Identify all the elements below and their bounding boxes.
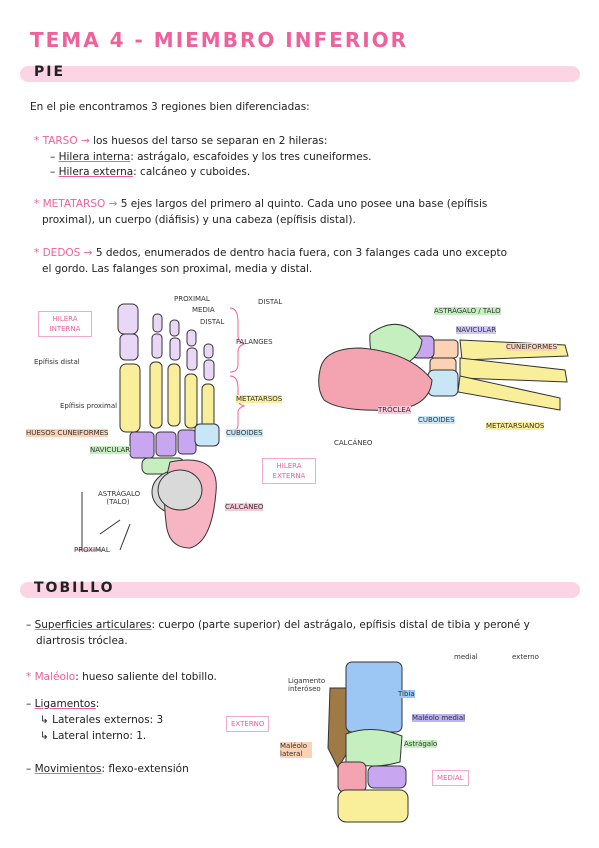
ligamento-1: ↳ Laterales externos: 3 [40,714,164,726]
superficies-text-2: diartrosis tróclea. [36,635,128,647]
note-medial: medial [454,653,478,661]
bullet-icon: * [34,247,43,259]
label-ligamento-interoseo: Ligamento interóseo [288,677,326,693]
label-distal: DISTAL [258,298,283,306]
metatarso-text-2: proximal), un cuerpo (diáfisis) y una ca… [42,214,356,226]
foot-dorsal-illustration [76,303,246,551]
dedos-text-2: el gordo. Las falanges son proximal, med… [42,263,313,275]
dedos-line: * DEDOS → 5 dedos, enumerados de dentro … [34,246,507,261]
label-troclea: TRÓCLEA [378,406,411,414]
section-band-pie [20,66,580,82]
label-epifisis-proximal: Epífisis proximal [60,402,118,410]
page-title: TEMA 4 - MIEMBRO INFERIOR [30,28,409,52]
hilera-interna-line: – Hilera interna: astrágalo, escafoides … [50,151,372,163]
label-proximal-bottom: PROXIMAL [74,546,110,554]
bullet-icon: * [34,135,43,147]
superficies-line: – Superficies articulares: cuerpo (parte… [26,619,530,631]
ligamentos-label: Ligamentos [34,698,96,710]
metatarso-line: * METATARSO → 5 ejes largos del primero … [34,197,487,212]
label-navicular-2: NAVICULAR [456,326,497,334]
label-astragalo-tobillo: Astrágalo [404,740,438,748]
bullet-icon: * [26,671,35,683]
label-hilera-externa: HILERA EXTERNA [262,458,316,484]
label-cuboides: CUBOIDES [226,429,263,437]
foot-lateral-illustration [318,323,569,411]
label-hilera-interna: HILERA INTERNA [38,311,92,337]
arrow-icon: → [83,247,96,259]
ankle-illustration [327,661,409,823]
label-huesos-cuneiformes: HUESOS CUNEIFORMES [26,429,109,437]
label-proximal-top: PROXIMAL [174,295,210,303]
label-falanges: FALANGES [236,338,273,346]
movimientos-line: – Movimientos: flexo-extensión [26,763,189,775]
maleolo-line: * Maléolo: hueso saliente del tobillo. [26,670,217,685]
label-tibia: Tibia [398,690,415,698]
hilera-interna-label: Hilera interna [58,151,131,163]
hilera-externa-line: – Hilera externa: calcáneo y cuboides. [50,166,251,178]
tarso-label: TARSO [42,135,78,147]
tarso-text: los huesos del tarso se separan en 2 hil… [93,135,328,147]
label-navicular: NAVICULAR [90,446,131,454]
label-calcaneo: CALCÁNEO [225,503,264,511]
label-cuboides-2: CUBOIDES [418,416,455,424]
label-externo: EXTERNO [226,716,270,732]
label-medial: MEDIAL [432,770,469,786]
pie-intro: En el pie encontramos 3 regiones bien di… [30,101,310,113]
label-metatarsianos: METATARSIANOS [486,422,545,430]
maleolo-label: Maléolo [34,671,76,683]
dedos-label: DEDOS [42,247,81,259]
section-band-tobillo [20,582,580,598]
hilera-interna-text: : astrágalo, escafoides y los tres cunei… [130,151,372,163]
ligamento-2: ↳ Lateral interno: 1. [40,730,147,742]
superficies-label: Superficies articulares [34,619,152,631]
metatarso-text-1: 5 ejes largos del primero al quinto. Cad… [120,198,488,210]
arrow-icon: → [80,135,94,147]
hilera-externa-label: Hilera externa [58,166,134,178]
label-distal-small: DISTAL [200,318,225,326]
superficies-text-1: : cuerpo (parte superior) del astrágalo,… [151,619,530,631]
metatarso-label: METATARSO [42,198,106,210]
label-maleolo-lateral: Maléolo lateral [280,742,312,758]
hilera-externa-text: : calcáneo y cuboides. [133,166,251,178]
maleolo-text: : hueso saliente del tobillo. [75,671,217,683]
note-externo: externo [512,653,539,661]
label-cuneiformes: CUNEIFORMES [506,343,558,351]
bullet-icon: * [34,198,43,210]
label-astragalo: ASTRÁGALO (TALO) [98,490,141,506]
label-metatarsos: METATARSOS [236,395,283,403]
section-heading-pie: PIE [34,64,66,80]
ligamentos-line: – Ligamentos: [26,698,100,710]
label-media: MEDIA [192,306,215,314]
section-heading-tobillo: TOBILLO [34,580,115,596]
arrow-icon: → [108,198,121,210]
movimientos-text: : flexo-extensión [101,763,189,775]
label-calcaneo-2: CALCÁNEO [334,439,373,447]
dedos-text-1: 5 dedos, enumerados de dentro hacia fuer… [95,247,508,259]
label-maleolo-medial: Maléolo medial [412,714,466,722]
movimientos-label: Movimientos [34,763,102,775]
label-astragalo-talo: ASTRÁGALO / TALO [434,307,501,315]
tarso-line: * TARSO → los huesos del tarso se separa… [34,134,327,149]
label-epifisis-distal: Epífisis distal [34,358,80,366]
